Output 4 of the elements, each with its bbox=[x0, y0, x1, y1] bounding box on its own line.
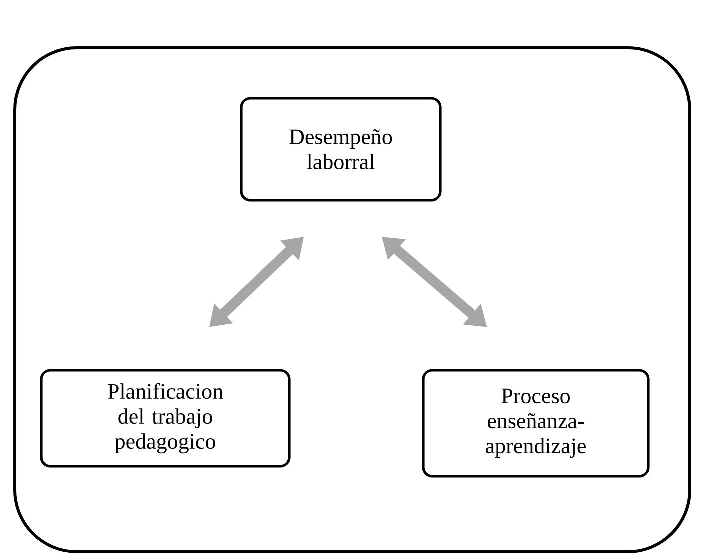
process-box: Proceso enseñanza-aprendizaje bbox=[422, 369, 650, 478]
process-box: Desempeño laborral bbox=[240, 97, 442, 202]
process-box: Planificacion del trabajo pedagogico bbox=[40, 369, 291, 468]
frame-box bbox=[14, 46, 692, 554]
